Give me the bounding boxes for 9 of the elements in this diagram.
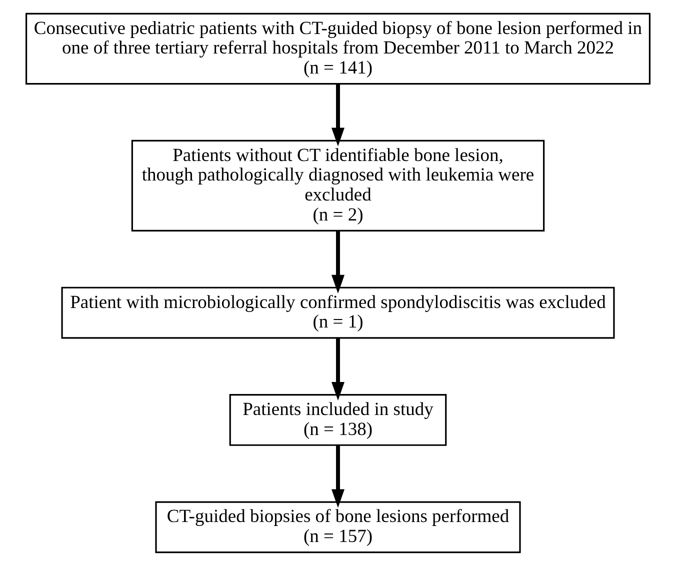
arrow xyxy=(331,84,344,146)
arrow xyxy=(331,230,344,294)
node-box: Consecutive pediatric patients with CT-guided biopsy of bone lesion performed in one of three tertiary referral hospitals from December 2011 to March 2022 (n = 141) xyxy=(25,12,650,85)
arrow xyxy=(331,338,344,401)
node-box: Patients included in study (n = 138) xyxy=(228,394,446,446)
node-box: Patients without CT identifiable bone lesion, though pathologically diagnosed with leukemia were excluded (n = 2) xyxy=(130,140,544,232)
node-box: CT-guided biopsies of bone lesions performed (n = 157) xyxy=(154,501,520,554)
arrow xyxy=(331,446,344,508)
node-box: Patient with microbiologically confirmed spondylodiscitis was excluded (n = 1) xyxy=(60,286,614,339)
